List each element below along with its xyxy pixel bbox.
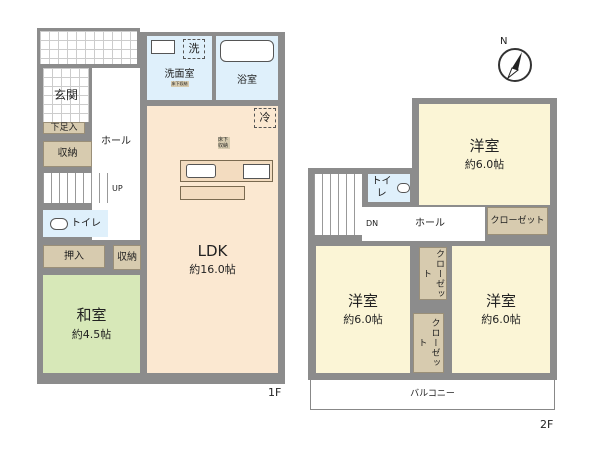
bathtub-icon bbox=[220, 40, 274, 62]
shoe-storage: 下足入 bbox=[43, 122, 85, 134]
bedroom-top-area: 約6.0帖 bbox=[464, 158, 505, 172]
ldk: LDK 約16.0帖 bbox=[147, 106, 278, 373]
closet-top-label: クローゼット bbox=[490, 215, 545, 226]
ldk-label: LDK bbox=[197, 241, 228, 260]
bedroom-right-label: 洋室 bbox=[485, 291, 516, 310]
kitchen-cabinet bbox=[180, 186, 245, 200]
entrance: 玄関 bbox=[43, 68, 89, 122]
bedroom-left-label: 洋室 bbox=[347, 291, 378, 310]
hall-1f-label: ホール bbox=[101, 136, 131, 147]
oshiire-label: 押入 bbox=[64, 250, 84, 262]
balcony-label: バルコニー bbox=[410, 389, 455, 400]
bedroom-right-area: 約6.0帖 bbox=[481, 313, 521, 327]
hall-2f-label: ホール bbox=[415, 218, 445, 229]
balcony: バルコニー bbox=[310, 380, 555, 410]
bedroom-top-label: 洋室 bbox=[469, 136, 500, 155]
ldk-storage-label: 収納 bbox=[117, 251, 137, 263]
sink-icon bbox=[151, 40, 175, 54]
hall-2f: DN ホール bbox=[362, 207, 485, 241]
washer-space: 洗 bbox=[183, 39, 205, 59]
entrance-porch bbox=[37, 28, 140, 64]
stairs-up-label: UP bbox=[112, 184, 123, 193]
fridge-space: 冷 bbox=[254, 108, 276, 128]
stairs-2f bbox=[314, 174, 362, 235]
toilet-1f-label: トイレ bbox=[71, 217, 101, 229]
ldk-area: 約16.0帖 bbox=[189, 263, 236, 277]
washroom-label: 洗面室 bbox=[164, 68, 195, 80]
closet-low-label: クローゼット bbox=[416, 318, 440, 368]
entrance-label: 玄関 bbox=[53, 87, 78, 102]
washer-label: 洗 bbox=[188, 42, 200, 56]
toilet-icon bbox=[397, 183, 410, 193]
ldk-storage: 収納 bbox=[113, 245, 141, 270]
toilet-icon bbox=[50, 217, 68, 230]
stairs-1f bbox=[43, 173, 111, 203]
hall-storage-label: 収納 bbox=[57, 148, 78, 159]
washitsu-label: 和室 bbox=[76, 306, 107, 325]
closet-top: クローゼット bbox=[487, 207, 548, 235]
bedroom-left-area: 約6.0帖 bbox=[343, 313, 383, 327]
underfloor-storage-label: 床下収納 bbox=[218, 137, 230, 149]
compass-icon bbox=[498, 48, 532, 82]
closet-low: クローゼット bbox=[413, 313, 444, 373]
oshiire: 押入 bbox=[43, 245, 105, 268]
kitchen-sink-icon bbox=[186, 164, 216, 178]
washroom-underfloor-label: 床下収納 bbox=[170, 80, 189, 88]
stove-icon bbox=[243, 164, 270, 179]
toilet-2f-label: トイレ bbox=[371, 176, 392, 199]
bedroom-top: 洋室 約6.0帖 bbox=[419, 104, 550, 205]
toilet-1f: トイレ bbox=[43, 210, 108, 237]
floor1-label: 1F bbox=[268, 386, 282, 399]
washitsu: 和室 約4.5帖 bbox=[43, 275, 140, 373]
toilet-2f: トイレ bbox=[368, 174, 410, 202]
floor2-label: 2F bbox=[540, 418, 554, 431]
washitsu-area: 約4.5帖 bbox=[71, 327, 112, 341]
closet-mid-label: クローゼット bbox=[421, 248, 444, 299]
bathroom-label: 浴室 bbox=[237, 75, 257, 86]
shoe-storage-label: 下足入 bbox=[50, 122, 78, 133]
hall-storage: 収納 bbox=[43, 141, 92, 167]
stairs-down-label: DN bbox=[366, 219, 379, 229]
closet-mid: クローゼット bbox=[419, 247, 447, 300]
fridge-label: 冷 bbox=[259, 111, 271, 125]
bedroom-left: 洋室 約6.0帖 bbox=[316, 246, 410, 373]
bedroom-right: 洋室 約6.0帖 bbox=[452, 246, 550, 373]
compass-north-label: N bbox=[500, 36, 508, 47]
